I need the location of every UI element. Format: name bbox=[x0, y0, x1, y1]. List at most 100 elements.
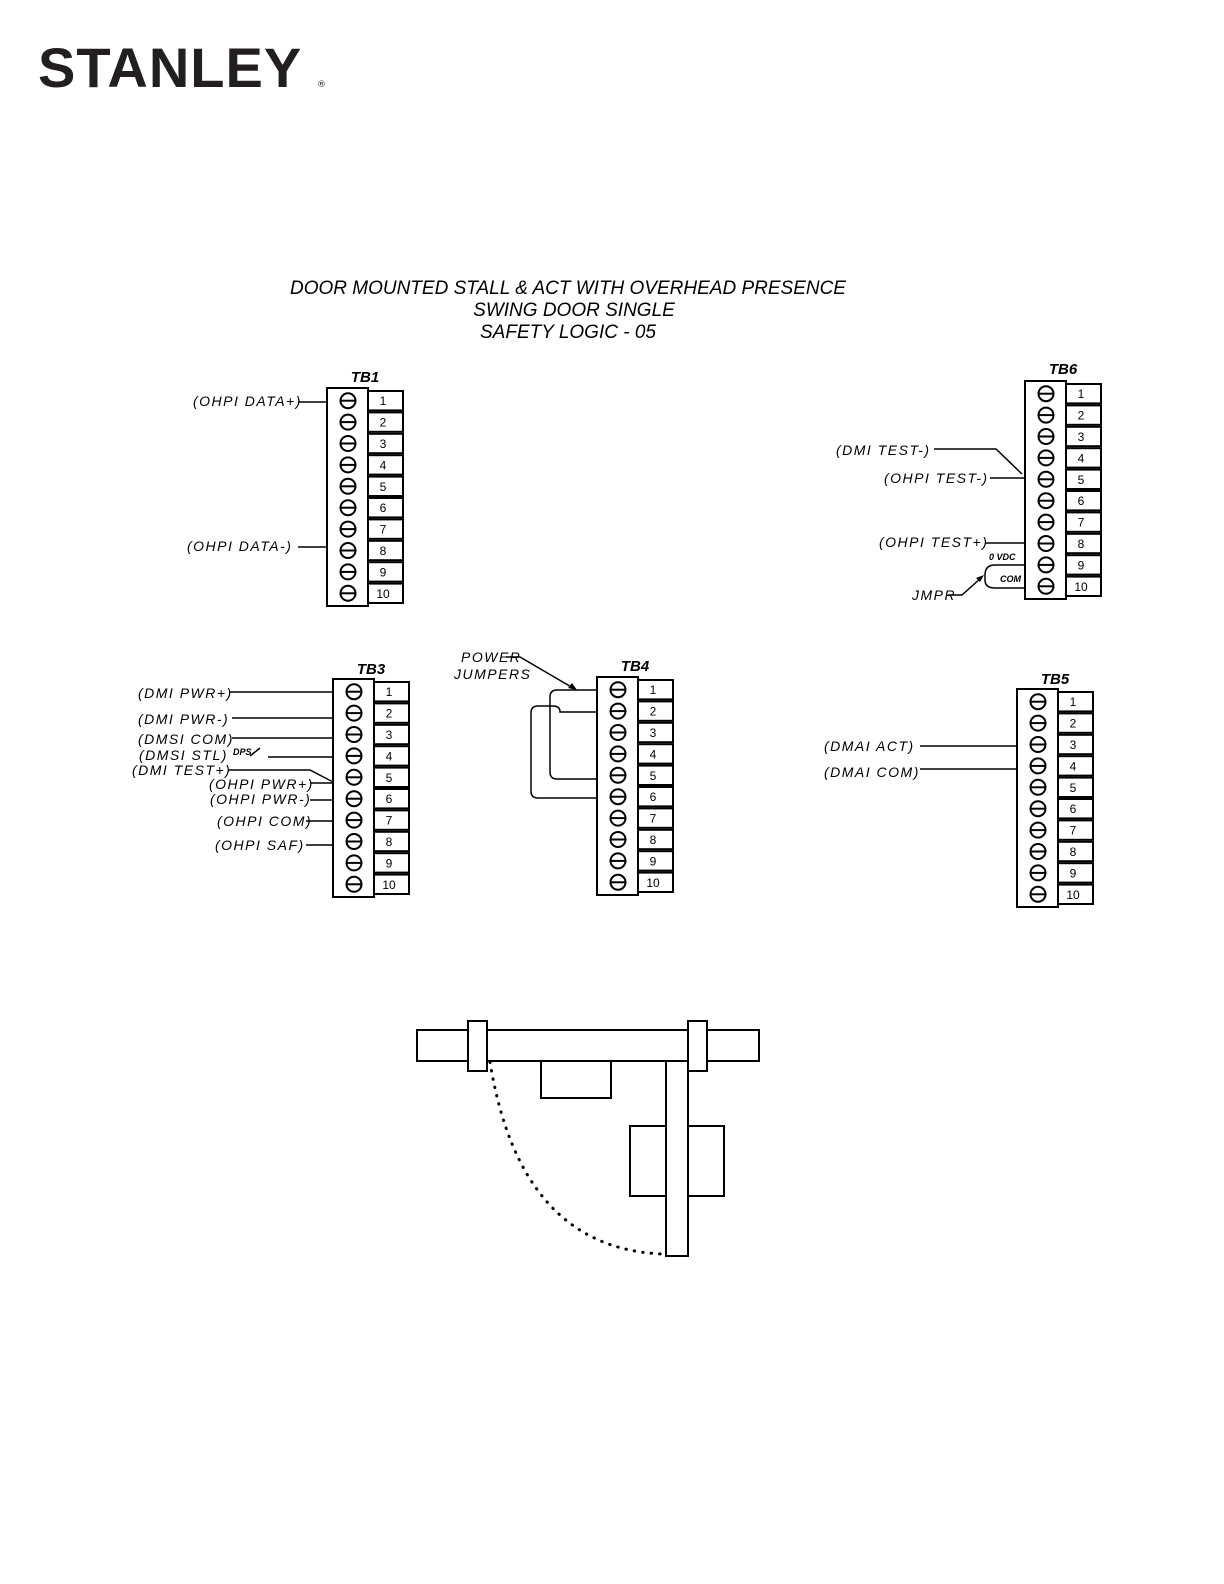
door-panel bbox=[665, 1060, 689, 1257]
door-illustration bbox=[416, 1020, 760, 1257]
terminal-number-box bbox=[637, 807, 674, 829]
terminal-number: 3 bbox=[1078, 430, 1085, 444]
wire-label-dmsi-com: (DMSI COM) bbox=[138, 731, 234, 747]
label-jmpr: JMPR bbox=[911, 587, 956, 603]
terminal-number-box bbox=[373, 745, 410, 767]
tb6-wiring: (DMI TEST-) (OHPI TEST-) (OHPI TEST+) 0 … bbox=[836, 442, 1025, 603]
terminal-number: 10 bbox=[382, 878, 396, 892]
terminal-number: 6 bbox=[380, 501, 387, 515]
terminal-number: 2 bbox=[1078, 409, 1085, 423]
label-com: COM bbox=[1000, 574, 1022, 584]
terminal-number: 5 bbox=[380, 480, 387, 494]
terminal-number-box bbox=[1065, 490, 1102, 512]
terminal-number-box bbox=[367, 475, 404, 498]
power-jumper-outer bbox=[530, 705, 597, 799]
wire-label-dmai-act: (DMAI ACT) bbox=[824, 738, 915, 754]
terminal-number-box bbox=[1057, 883, 1094, 905]
jumper-loop bbox=[984, 564, 1025, 589]
wire-label-ohpi-test-plus: (OHPI TEST+) bbox=[879, 534, 988, 550]
terminal-number: 7 bbox=[1070, 824, 1077, 838]
terminal-number: 3 bbox=[650, 726, 657, 740]
terminal-number-box bbox=[373, 873, 410, 895]
wire-label-ohpi-com: (OHPI COM) bbox=[217, 813, 312, 829]
terminal-number: 9 bbox=[1070, 866, 1077, 880]
wire-label-dmi-pwr-minus: (DMI PWR-) bbox=[138, 711, 229, 727]
terminal-number-box bbox=[1057, 691, 1094, 713]
header-bracket-right bbox=[687, 1020, 708, 1072]
terminal-number: 8 bbox=[1078, 537, 1085, 551]
wire-label-dmsi-stl: (DMSI STL) bbox=[139, 747, 228, 763]
power-jumper-inner bbox=[549, 689, 597, 780]
wire-label-dmi-test-plus: (DMI TEST+) bbox=[132, 762, 231, 778]
header-bracket-left bbox=[467, 1020, 488, 1072]
operator-box bbox=[540, 1060, 612, 1099]
terminal-number: 1 bbox=[386, 685, 393, 699]
terminal-number-box bbox=[1057, 755, 1094, 777]
terminal-number: 2 bbox=[380, 416, 387, 430]
diagram-logic-label: SAFETY LOGIC - 05 bbox=[480, 322, 656, 343]
terminal-number: 1 bbox=[1078, 387, 1085, 401]
terminal-number-box bbox=[373, 723, 410, 746]
door-swing-arc bbox=[488, 1060, 664, 1256]
terminal-number: 4 bbox=[1078, 451, 1085, 465]
wire-label-dmi-test-minus: (DMI TEST-) bbox=[836, 442, 931, 458]
terminal-number: 4 bbox=[650, 747, 657, 761]
stanley-logo: STANLEY bbox=[38, 36, 302, 99]
terminal-number: 6 bbox=[650, 790, 657, 804]
terminal-number: 8 bbox=[380, 544, 387, 558]
terminal-number: 7 bbox=[650, 812, 657, 826]
terminal-number: 5 bbox=[1078, 473, 1085, 487]
power-jumpers-arrowhead bbox=[568, 683, 577, 690]
sensor-right bbox=[687, 1125, 725, 1197]
terminal-number-box bbox=[367, 411, 404, 433]
wire-label-dmai-com: (DMAI COM) bbox=[824, 764, 920, 780]
terminal-number-box bbox=[373, 788, 410, 810]
terminal-number-box bbox=[373, 809, 410, 831]
terminal-number: 8 bbox=[1070, 845, 1077, 859]
terminal-number-box bbox=[637, 721, 674, 744]
terminal-number-box bbox=[367, 561, 404, 583]
wire-dmi-test-plus bbox=[228, 769, 334, 783]
terminal-number-box bbox=[1065, 575, 1102, 597]
terminal-number: 1 bbox=[1070, 695, 1077, 709]
wire-label-dmi-pwr-plus: (DMI PWR+) bbox=[138, 685, 233, 701]
wire-label-ohpi-test-minus: (OHPI TEST-) bbox=[884, 470, 989, 486]
terminal-number: 3 bbox=[1070, 738, 1077, 752]
terminal-number: 6 bbox=[1078, 494, 1085, 508]
terminal-number-box bbox=[367, 582, 404, 604]
terminal-number-box bbox=[1057, 840, 1094, 863]
terminal-number-box bbox=[637, 679, 674, 701]
tb4-wiring: POWER JUMPERS bbox=[453, 649, 597, 799]
jmpr-leader-line bbox=[948, 576, 983, 596]
terminal-number: 4 bbox=[380, 458, 387, 472]
power-jumpers-leader bbox=[506, 656, 574, 689]
terminal-number-box bbox=[1057, 862, 1094, 884]
diagram-subtitle: SWING DOOR SINGLE bbox=[473, 300, 675, 321]
terminal-number: 9 bbox=[380, 565, 387, 579]
terminal-number: 7 bbox=[1078, 516, 1085, 530]
terminal-number: 4 bbox=[1070, 759, 1077, 773]
terminal-number: 2 bbox=[1070, 717, 1077, 731]
terminal-number-box bbox=[1065, 383, 1102, 405]
terminal-number: 10 bbox=[1066, 888, 1080, 902]
terminal-number-box bbox=[637, 871, 674, 893]
terminal-number: 9 bbox=[650, 854, 657, 868]
terminal-number: 10 bbox=[646, 876, 660, 890]
terminal-number-box bbox=[1065, 554, 1102, 576]
terminal-number-box bbox=[367, 454, 404, 476]
tb5-wiring: (DMAI ACT) (DMAI COM) bbox=[824, 738, 1018, 780]
terminal-number-box bbox=[1065, 532, 1102, 555]
tb3-wiring: (DMI PWR+) (DMI PWR-) (DMSI COM) (DMSI S… bbox=[132, 685, 334, 853]
terminal-number-box bbox=[367, 518, 404, 540]
terminal-number: 4 bbox=[386, 749, 393, 763]
terminal-number: 5 bbox=[1070, 781, 1077, 795]
terminal-number: 7 bbox=[386, 814, 393, 828]
wire-label-ohpi-data-minus: (OHPI DATA-) bbox=[187, 538, 292, 554]
terminal-number: 10 bbox=[1074, 580, 1088, 594]
terminal-number: 9 bbox=[1078, 558, 1085, 572]
terminal-number-box bbox=[1057, 712, 1094, 734]
terminal-number: 2 bbox=[650, 705, 657, 719]
